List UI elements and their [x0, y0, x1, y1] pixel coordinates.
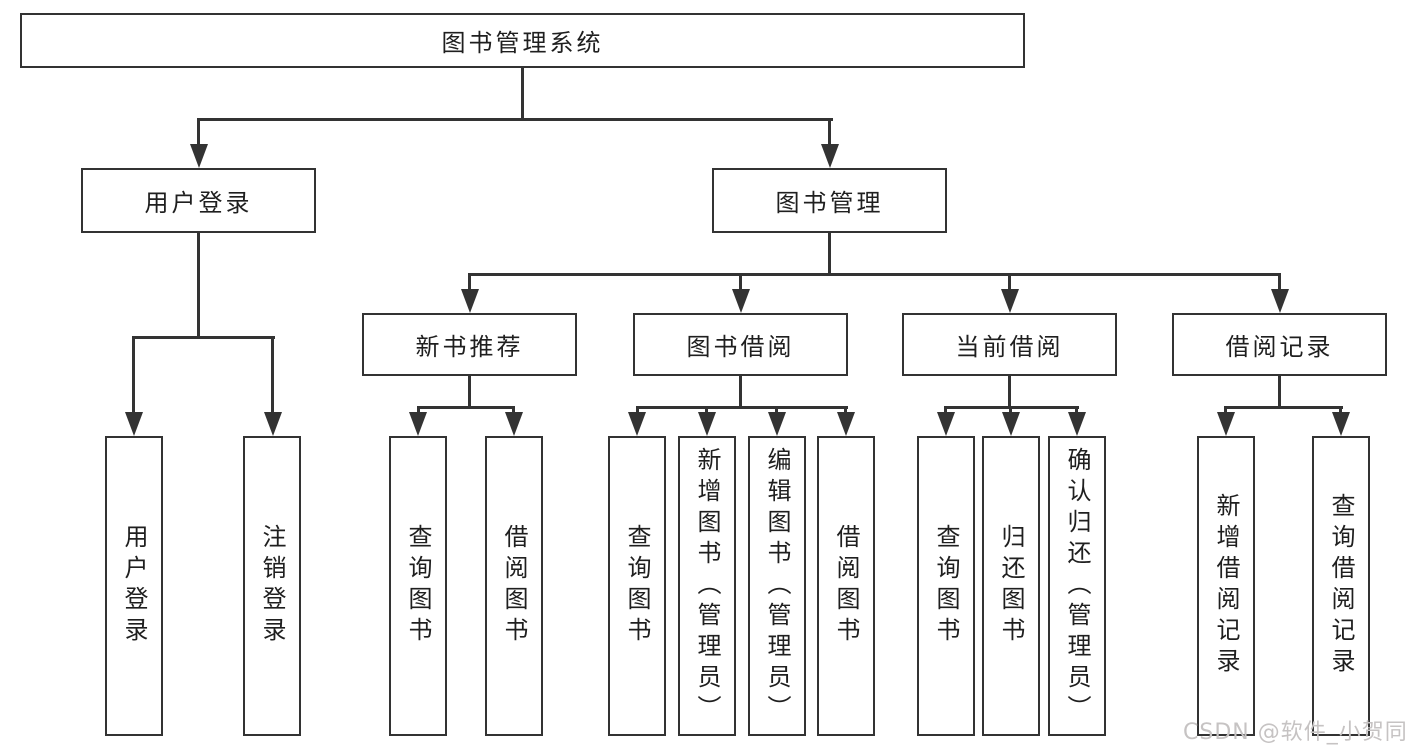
leaf-logout-label: 注销登录: [258, 524, 286, 648]
leaf-edit-books-admin-label: 编辑图书（管理员）: [763, 446, 791, 726]
connector-line: [828, 118, 831, 146]
arrow-down-icon: [1332, 412, 1350, 436]
arrow-down-icon: [698, 412, 716, 436]
connector-line: [417, 406, 515, 409]
leaf-query-books-1: 查询图书: [389, 436, 447, 736]
node-borrow-records: 借阅记录: [1172, 313, 1387, 376]
arrow-down-icon: [937, 412, 955, 436]
connector-line: [1009, 406, 1012, 414]
leaf-confirm-return-admin-label: 确认归还（管理员）: [1063, 446, 1091, 726]
node-book-management-label: 图书管理: [775, 189, 884, 217]
arrow-down-icon: [125, 412, 143, 436]
connector-line: [468, 376, 471, 407]
connector-line: [705, 406, 708, 414]
arrow-down-icon: [768, 412, 786, 436]
connector-line: [844, 406, 847, 414]
leaf-edit-books-admin: 编辑图书（管理员）: [748, 436, 806, 736]
connector-line: [1008, 273, 1011, 291]
connector-line: [1224, 406, 1227, 414]
arrow-down-icon: [505, 412, 523, 436]
connector-line: [197, 233, 200, 336]
connector-line: [417, 406, 420, 414]
leaf-user-login-label: 用户登录: [120, 524, 148, 648]
arrow-down-icon: [461, 289, 479, 313]
connector-line: [1008, 376, 1011, 407]
leaf-return-books: 归还图书: [982, 436, 1040, 736]
leaf-query-borrow-record: 查询借阅记录: [1312, 436, 1370, 736]
connector-line: [1075, 406, 1078, 414]
connector-line: [1278, 273, 1281, 291]
connector-line: [945, 406, 1079, 409]
connector-line: [468, 273, 471, 291]
connector-line: [132, 336, 135, 412]
leaf-add-borrow-record-label: 新增借阅记录: [1212, 493, 1240, 679]
arrow-down-icon: [821, 144, 839, 168]
connector-line: [197, 118, 200, 146]
node-current-borrow-label: 当前借阅: [955, 333, 1064, 361]
connector-line: [512, 406, 515, 414]
connector-line: [739, 273, 742, 291]
arrow-down-icon: [264, 412, 282, 436]
arrow-down-icon: [1068, 412, 1086, 436]
arrow-down-icon: [1217, 412, 1235, 436]
leaf-logout: 注销登录: [243, 436, 301, 736]
arrow-down-icon: [628, 412, 646, 436]
node-root-label: 图书管理系统: [441, 29, 604, 57]
connector-line: [1278, 376, 1281, 407]
connector-line: [944, 406, 947, 414]
watermark: CSDN @软件_小贺同学: [1183, 720, 1405, 745]
leaf-query-books-2-label: 查询图书: [623, 524, 651, 648]
leaf-user-login: 用户登录: [105, 436, 163, 736]
connector-line: [1339, 406, 1342, 414]
node-root: 图书管理系统: [20, 13, 1025, 68]
leaf-add-borrow-record: 新增借阅记录: [1197, 436, 1255, 736]
node-book-borrow: 图书借阅: [633, 313, 848, 376]
connector-line: [132, 336, 275, 339]
node-user-login: 用户登录: [81, 168, 316, 233]
connector-line: [636, 406, 848, 409]
node-book-management: 图书管理: [712, 168, 947, 233]
leaf-borrow-books-1-label: 借阅图书: [500, 524, 528, 648]
leaf-borrow-books-2-label: 借阅图书: [832, 524, 860, 648]
connector-line: [271, 336, 274, 412]
leaf-query-books-2: 查询图书: [608, 436, 666, 736]
arrow-down-icon: [409, 412, 427, 436]
leaf-borrow-books-2: 借阅图书: [817, 436, 875, 736]
arrow-down-icon: [1001, 289, 1019, 313]
leaf-query-borrow-record-label: 查询借阅记录: [1327, 493, 1355, 679]
leaf-query-books-3: 查询图书: [917, 436, 975, 736]
arrow-down-icon: [1271, 289, 1289, 313]
leaf-confirm-return-admin: 确认归还（管理员）: [1048, 436, 1106, 736]
node-book-borrow-label: 图书借阅: [686, 333, 795, 361]
arrow-down-icon: [732, 289, 750, 313]
connector-line: [739, 376, 742, 407]
connector-line: [636, 406, 639, 414]
connector-line: [468, 273, 1281, 276]
leaf-add-books-admin-label: 新增图书（管理员）: [693, 446, 721, 726]
connector-line: [1224, 406, 1343, 409]
connector-line: [775, 406, 778, 414]
node-new-book-recommend: 新书推荐: [362, 313, 577, 376]
node-borrow-records-label: 借阅记录: [1225, 333, 1334, 361]
connector-line: [828, 233, 831, 273]
leaf-return-books-label: 归还图书: [997, 524, 1025, 648]
connector-line: [521, 68, 524, 118]
node-new-book-recommend-label: 新书推荐: [415, 333, 524, 361]
arrow-down-icon: [837, 412, 855, 436]
leaf-borrow-books-1: 借阅图书: [485, 436, 543, 736]
leaf-add-books-admin: 新增图书（管理员）: [678, 436, 736, 736]
node-current-borrow: 当前借阅: [902, 313, 1117, 376]
connector-line: [197, 118, 833, 121]
arrow-down-icon: [190, 144, 208, 168]
arrow-down-icon: [1002, 412, 1020, 436]
node-user-login-label: 用户登录: [144, 189, 253, 217]
leaf-query-books-1-label: 查询图书: [404, 524, 432, 648]
leaf-query-books-3-label: 查询图书: [932, 524, 960, 648]
